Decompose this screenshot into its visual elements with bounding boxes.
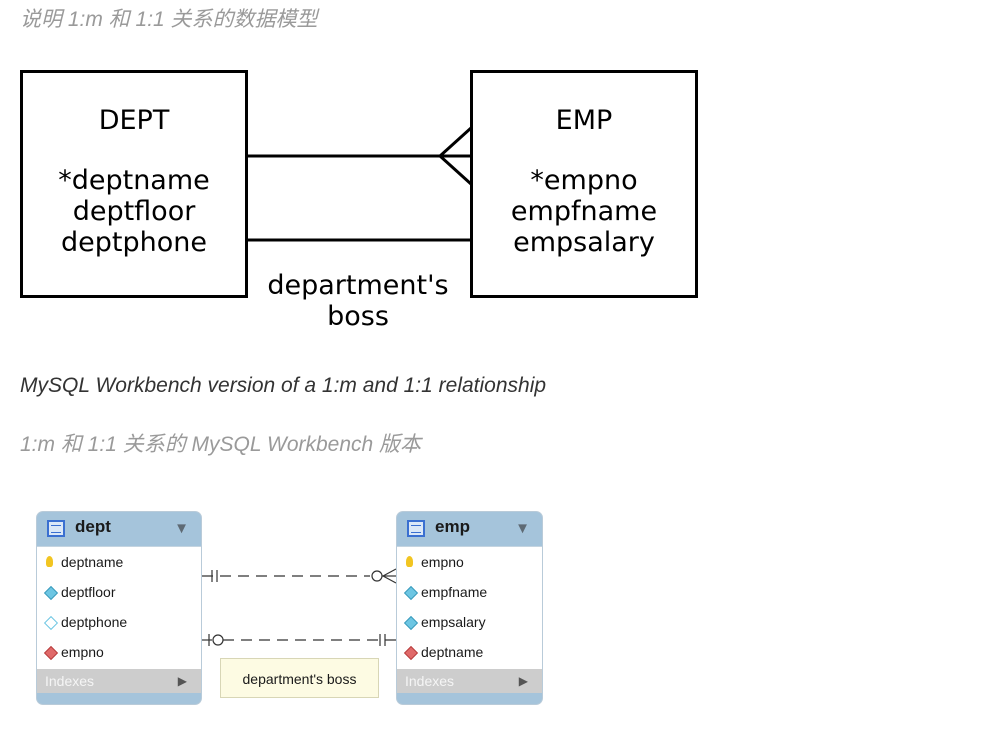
crows-foot-icon	[437, 126, 473, 186]
caption-zh-data-model: 说明 1:m 和 1:1 关系的数据模型	[20, 8, 318, 31]
column-name: deptname	[421, 644, 484, 660]
one-to-one-connector	[202, 634, 396, 646]
collapse-arrow-icon[interactable]: ▼	[515, 520, 530, 537]
column-icon	[43, 585, 59, 601]
table-icon	[407, 520, 425, 537]
column-name: empfname	[421, 584, 488, 600]
dept-entity-name: DEPT	[98, 105, 170, 136]
table-name: emp	[435, 517, 470, 536]
expand-arrow-icon[interactable]: ▶	[518, 674, 528, 688]
workbench-table-emp[interactable]: emp ▼ empno empfname empsalary deptname …	[396, 511, 543, 705]
column-name: empno	[61, 644, 104, 660]
one-to-many-connector	[202, 568, 397, 584]
emp-entity-name: EMP	[555, 105, 613, 136]
column-row[interactable]: empsalary	[397, 607, 542, 637]
primary-key-icon	[46, 556, 53, 567]
dept-attributes: *deptname deptfloor deptphone	[23, 165, 245, 258]
column-icon	[403, 615, 419, 631]
emp-attribute: empfname	[510, 196, 658, 227]
expand-arrow-icon[interactable]: ▶	[177, 674, 187, 688]
dept-entity: DEPT *deptname deptfloor deptphone	[20, 70, 248, 298]
nullable-column-icon	[43, 615, 59, 631]
column-name: deptphone	[61, 614, 128, 630]
emp-entity: EMP *empno empfname empsalary	[470, 70, 698, 298]
column-name: deptfloor	[61, 584, 116, 600]
column-row[interactable]: empfname	[397, 577, 542, 607]
column-name: empno	[421, 554, 464, 570]
column-row[interactable]: deptname	[397, 637, 542, 667]
dept-attribute: deptfloor	[72, 196, 196, 227]
indexes-label: Indexes	[45, 673, 95, 689]
indexes-section[interactable]: Indexes ▶	[397, 669, 542, 693]
workbench-relationship-label[interactable]: department's boss	[220, 658, 379, 698]
indexes-section[interactable]: Indexes ▶	[37, 669, 201, 693]
workbench-table-dept[interactable]: dept ▼ deptname deptfloor deptphone empn…	[36, 511, 202, 705]
er-relationship-label: department's boss	[267, 270, 449, 332]
table-header[interactable]: dept ▼	[37, 512, 201, 546]
emp-attribute: *empno	[530, 165, 638, 196]
dept-attribute: *deptname	[58, 165, 210, 196]
primary-key-icon	[406, 556, 413, 567]
dept-attribute: deptphone	[61, 227, 207, 258]
column-list: empno empfname empsalary deptname	[397, 546, 542, 669]
foreign-key-icon	[403, 645, 419, 661]
indexes-label: Indexes	[405, 673, 455, 689]
table-icon	[47, 520, 65, 537]
column-row[interactable]: deptfloor	[37, 577, 201, 607]
column-list: deptname deptfloor deptphone empno	[37, 546, 201, 669]
column-row[interactable]: empno	[37, 637, 201, 667]
column-row[interactable]: deptname	[37, 547, 201, 577]
column-row[interactable]: deptphone	[37, 607, 201, 637]
caption-en-workbench: MySQL Workbench version of a 1:m and 1:1…	[20, 374, 547, 397]
column-name: empsalary	[421, 614, 486, 630]
caption-zh-workbench: 1:m 和 1:1 关系的 MySQL Workbench 版本	[20, 433, 422, 456]
table-header[interactable]: emp ▼	[397, 512, 542, 546]
foreign-key-icon	[43, 645, 59, 661]
emp-attribute: empsalary	[513, 227, 655, 258]
column-row[interactable]: empno	[397, 547, 542, 577]
table-name: dept	[75, 517, 111, 536]
column-name: deptname	[61, 554, 124, 570]
collapse-arrow-icon[interactable]: ▼	[174, 520, 189, 537]
emp-attributes: *empno empfname empsalary	[473, 165, 695, 258]
column-icon	[403, 585, 419, 601]
